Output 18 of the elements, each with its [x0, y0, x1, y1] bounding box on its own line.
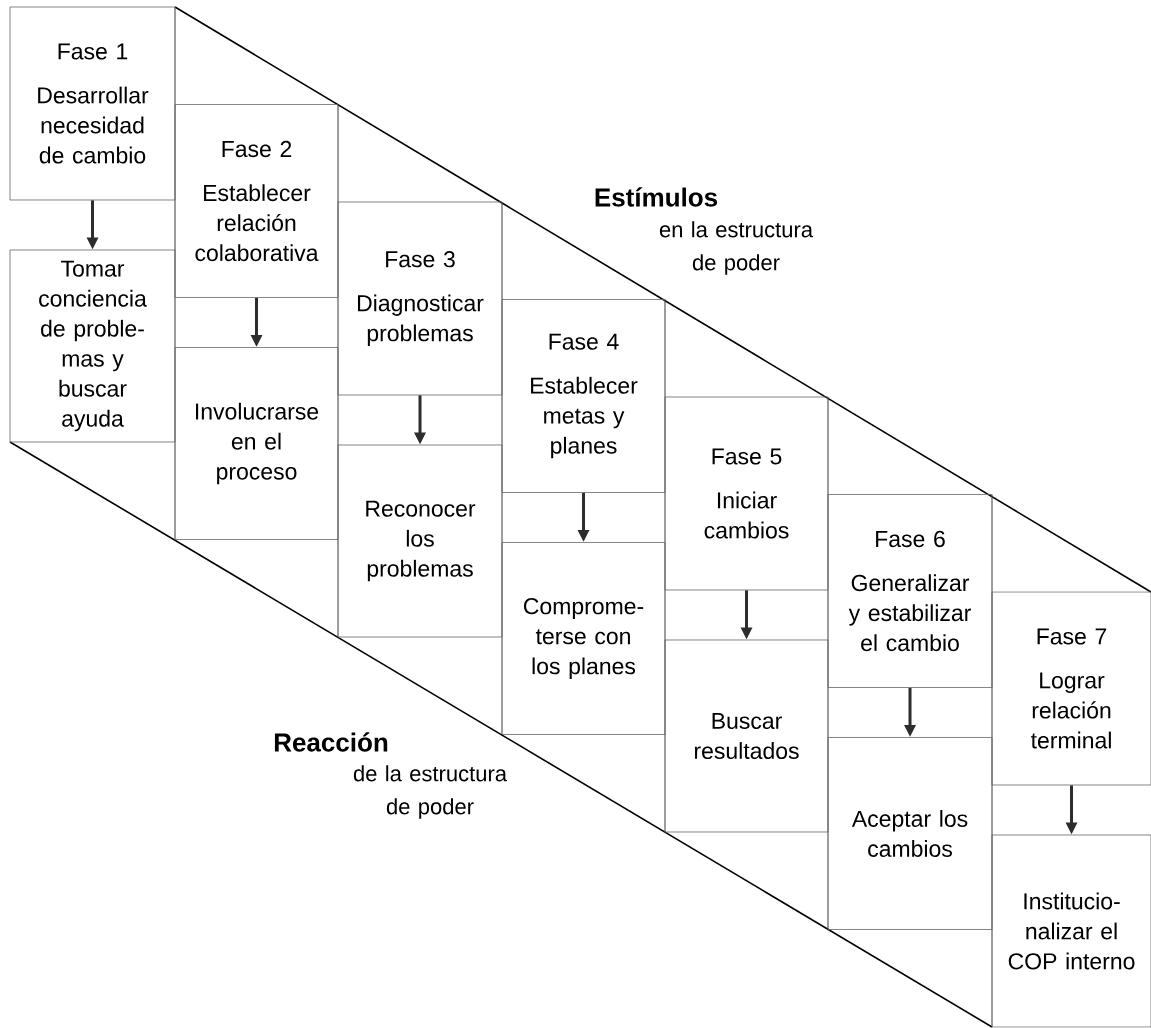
side-note: de la estructura de poder	[353, 765, 507, 819]
step-box: Institucio-nalizar el COP interno	[991, 834, 1151, 1028]
step-box: Fase 5 Iniciar cambios	[664, 396, 829, 591]
step-box: Comprome-terse con los planes	[501, 542, 666, 735]
step-box: Buscar resultados	[664, 639, 829, 833]
step-box: Involucrarse en el proceso	[174, 347, 339, 540]
step-box: Aceptar los cambios	[827, 737, 993, 930]
side-note: en la estructura de poder	[659, 221, 813, 275]
side-heading: Reacción	[274, 732, 388, 752]
step-box: Fase 6 Generalizar y estabilizar el cambio	[827, 494, 993, 688]
step-box: Fase 3 Diagnosticar problemas	[337, 201, 503, 396]
step-box: Fase 2 Establecer relación colaborativa	[174, 104, 339, 298]
step-box: Reconocer los problemas	[337, 444, 503, 638]
step-box: Tomar conciencia de proble-mas y buscar ayuda	[9, 249, 176, 443]
side-heading: Estímulos	[595, 187, 718, 207]
step-box: Fase 1 Desarrollar necesidad de cambio	[9, 6, 176, 201]
step-box: Fase 7 Lograr relación terminal	[991, 591, 1151, 786]
step-box: Fase 4 Establecer metas y planes	[501, 299, 666, 493]
